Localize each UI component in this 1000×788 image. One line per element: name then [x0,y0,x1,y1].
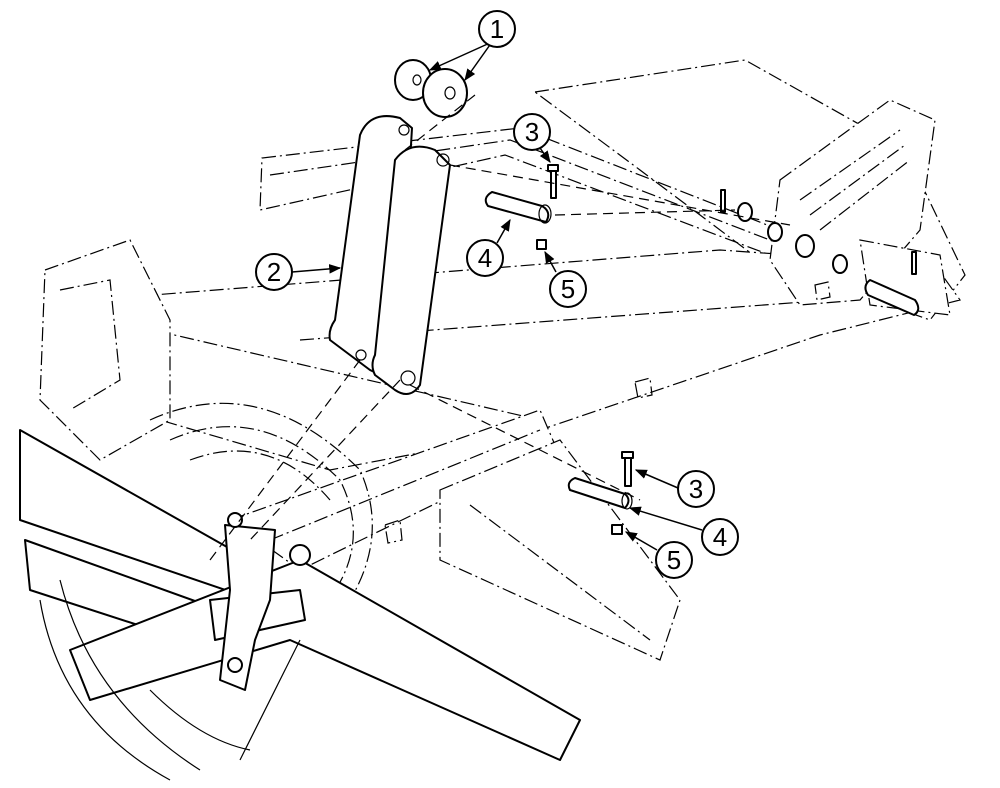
callout-1: 1 [428,10,516,81]
hitch-frame [19,429,581,761]
alignment-lines [209,94,791,561]
svg-text:5: 5 [561,274,575,304]
svg-text:3: 3 [525,117,539,147]
callout-4b: 4 [628,506,739,556]
callout-2: 2 [255,253,342,291]
svg-text:5: 5 [667,545,681,575]
bushing-pair [394,59,468,118]
link-bar-pair [328,115,451,395]
callout-5a: 5 [544,250,587,308]
svg-text:4: 4 [478,243,492,273]
frame-ghost-outline [39,59,966,661]
callout-4a: 4 [466,218,511,277]
svg-text:4: 4 [713,522,727,552]
svg-text:2: 2 [267,257,281,287]
callout-3b: 3 [634,469,715,508]
pin-right [720,189,920,316]
svg-text:1: 1 [490,14,504,44]
callout-5b: 5 [624,531,693,579]
wheel-arcs [39,579,301,781]
svg-text:3: 3 [689,474,703,504]
callout-3a: 3 [513,113,551,163]
pin-assembly-lower [567,451,634,535]
